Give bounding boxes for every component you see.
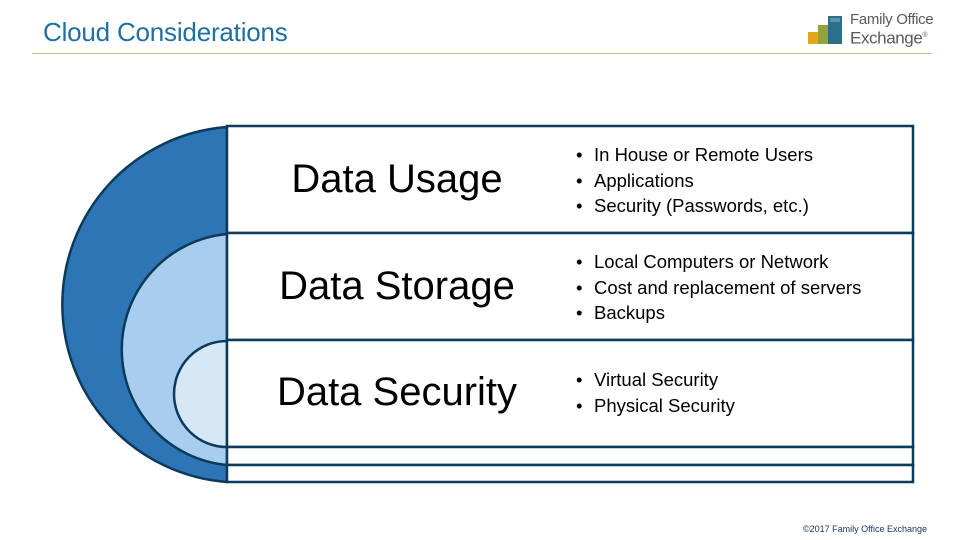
row-heading-data-storage: Data Storage — [279, 264, 515, 308]
logo-highlight — [830, 18, 840, 22]
logo-registered-mark: ® — [922, 32, 928, 39]
bullet-item: Local Computers or Network — [576, 249, 861, 275]
inner-arc-data-security — [172, 339, 229, 449]
row-box-data-security — [225, 338, 915, 449]
row-heading-data-security: Data Security — [276, 370, 518, 414]
bullet-item: Backups — [576, 300, 861, 326]
row-heading-data-usage: Data Usage — [291, 157, 503, 201]
bullet-list-data-security: Virtual Security Physical Security — [576, 367, 735, 418]
logo-teal-block — [828, 16, 842, 44]
bullet-item: Cost and replacement of servers — [576, 275, 861, 301]
bullet-item: Security (Passwords, etc.) — [576, 193, 813, 219]
family-office-exchange-logo — [808, 16, 842, 44]
title-divider — [32, 53, 932, 54]
row-box-spacer-1 — [225, 445, 915, 467]
slide-title: Cloud Considerations — [43, 17, 288, 47]
logo-green-block — [818, 25, 830, 44]
logo-line-1: Family Office — [850, 11, 934, 28]
bullet-item: Applications — [576, 168, 813, 194]
logo-line-2: Exchange® — [850, 28, 933, 47]
logo-gold-square — [808, 32, 820, 44]
bullet-item: In House or Remote Users — [576, 142, 813, 168]
bullet-item: Physical Security — [576, 393, 735, 419]
bullet-list-data-usage: In House or Remote Users Applications Se… — [576, 142, 813, 219]
logo-wordmark: Family Office Exchange® — [850, 11, 934, 47]
row-box-spacer-2 — [225, 463, 915, 484]
bullet-item: Virtual Security — [576, 367, 735, 393]
footer-copyright: ©2017 Family Office Exchange — [802, 524, 927, 534]
logo-line-2-text: Exchange — [850, 28, 923, 48]
bullet-list-data-storage: Local Computers or Network Cost and repl… — [576, 249, 861, 326]
